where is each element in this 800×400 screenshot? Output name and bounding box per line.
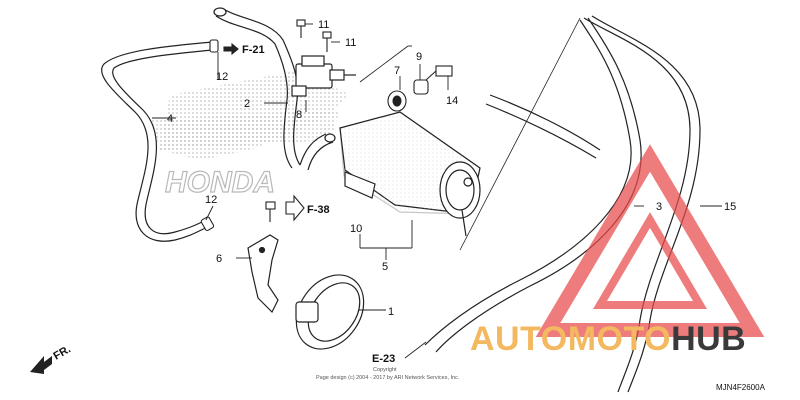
callout-10: 10 xyxy=(350,223,362,235)
tube-canister-inlet xyxy=(299,133,336,171)
arrow-f21 xyxy=(223,42,239,56)
callout-8: 8 xyxy=(296,109,302,121)
callout-12a: 12 xyxy=(216,71,228,83)
callout-4: 4 xyxy=(167,113,173,125)
callout-5: 5 xyxy=(382,261,388,273)
ref-e23: E-23 xyxy=(372,353,395,365)
leader-lines xyxy=(152,17,722,359)
hose-4 xyxy=(101,41,213,242)
callout-11b: 11 xyxy=(345,37,356,49)
callout-1: 1 xyxy=(388,306,394,318)
callout-labels: 11 11 12 9 7 14 2 8 4 12 10 6 5 1 3 15 xyxy=(167,19,736,318)
clip-12-lower xyxy=(200,216,215,232)
callout-6: 6 xyxy=(216,253,222,265)
callout-7: 7 xyxy=(394,65,400,77)
bolt-14 xyxy=(425,65,453,81)
grommet-7 xyxy=(387,90,407,112)
bolt-11-lower xyxy=(322,31,332,52)
callout-12b: 12 xyxy=(205,194,217,206)
copyright-label: Copyright xyxy=(373,367,397,373)
watermark-text: AUTOMOTOHUB xyxy=(470,320,746,358)
purge-solenoid-valve xyxy=(291,55,356,97)
evap-canister xyxy=(339,111,481,237)
callout-11a: 11 xyxy=(318,19,329,31)
callout-2: 2 xyxy=(244,98,250,110)
watermark-text-hub: HUB xyxy=(671,320,746,358)
watermark-text-automoto: AUTOMOTO xyxy=(470,320,671,358)
ref-f38: F-38 xyxy=(307,204,330,216)
copyright-text: Page design (c) 2004 - 2017 by ARI Netwo… xyxy=(316,375,460,381)
bolt-f38 xyxy=(265,201,276,222)
collar-9 xyxy=(413,79,429,95)
callout-15: 15 xyxy=(724,201,736,213)
honda-wing-logo: HONDA xyxy=(150,70,350,200)
callout-3: 3 xyxy=(656,201,662,213)
ref-f21: F-21 xyxy=(242,44,265,56)
arrow-fr xyxy=(30,356,52,374)
stay-bracket-6 xyxy=(247,234,279,314)
canister-band-1 xyxy=(295,274,365,350)
hose-2 xyxy=(213,7,301,169)
clip-12-upper xyxy=(209,39,219,53)
diagram-code: MJN4F2600A xyxy=(716,383,766,392)
honda-logo-text: HONDA xyxy=(165,166,275,199)
arrow-f38 xyxy=(285,194,305,222)
ref-fr: FR. xyxy=(52,343,73,362)
callout-14: 14 xyxy=(446,95,458,107)
watermark-triangle xyxy=(535,144,765,337)
bolt-11-upper xyxy=(296,19,306,38)
callout-9: 9 xyxy=(416,51,422,63)
